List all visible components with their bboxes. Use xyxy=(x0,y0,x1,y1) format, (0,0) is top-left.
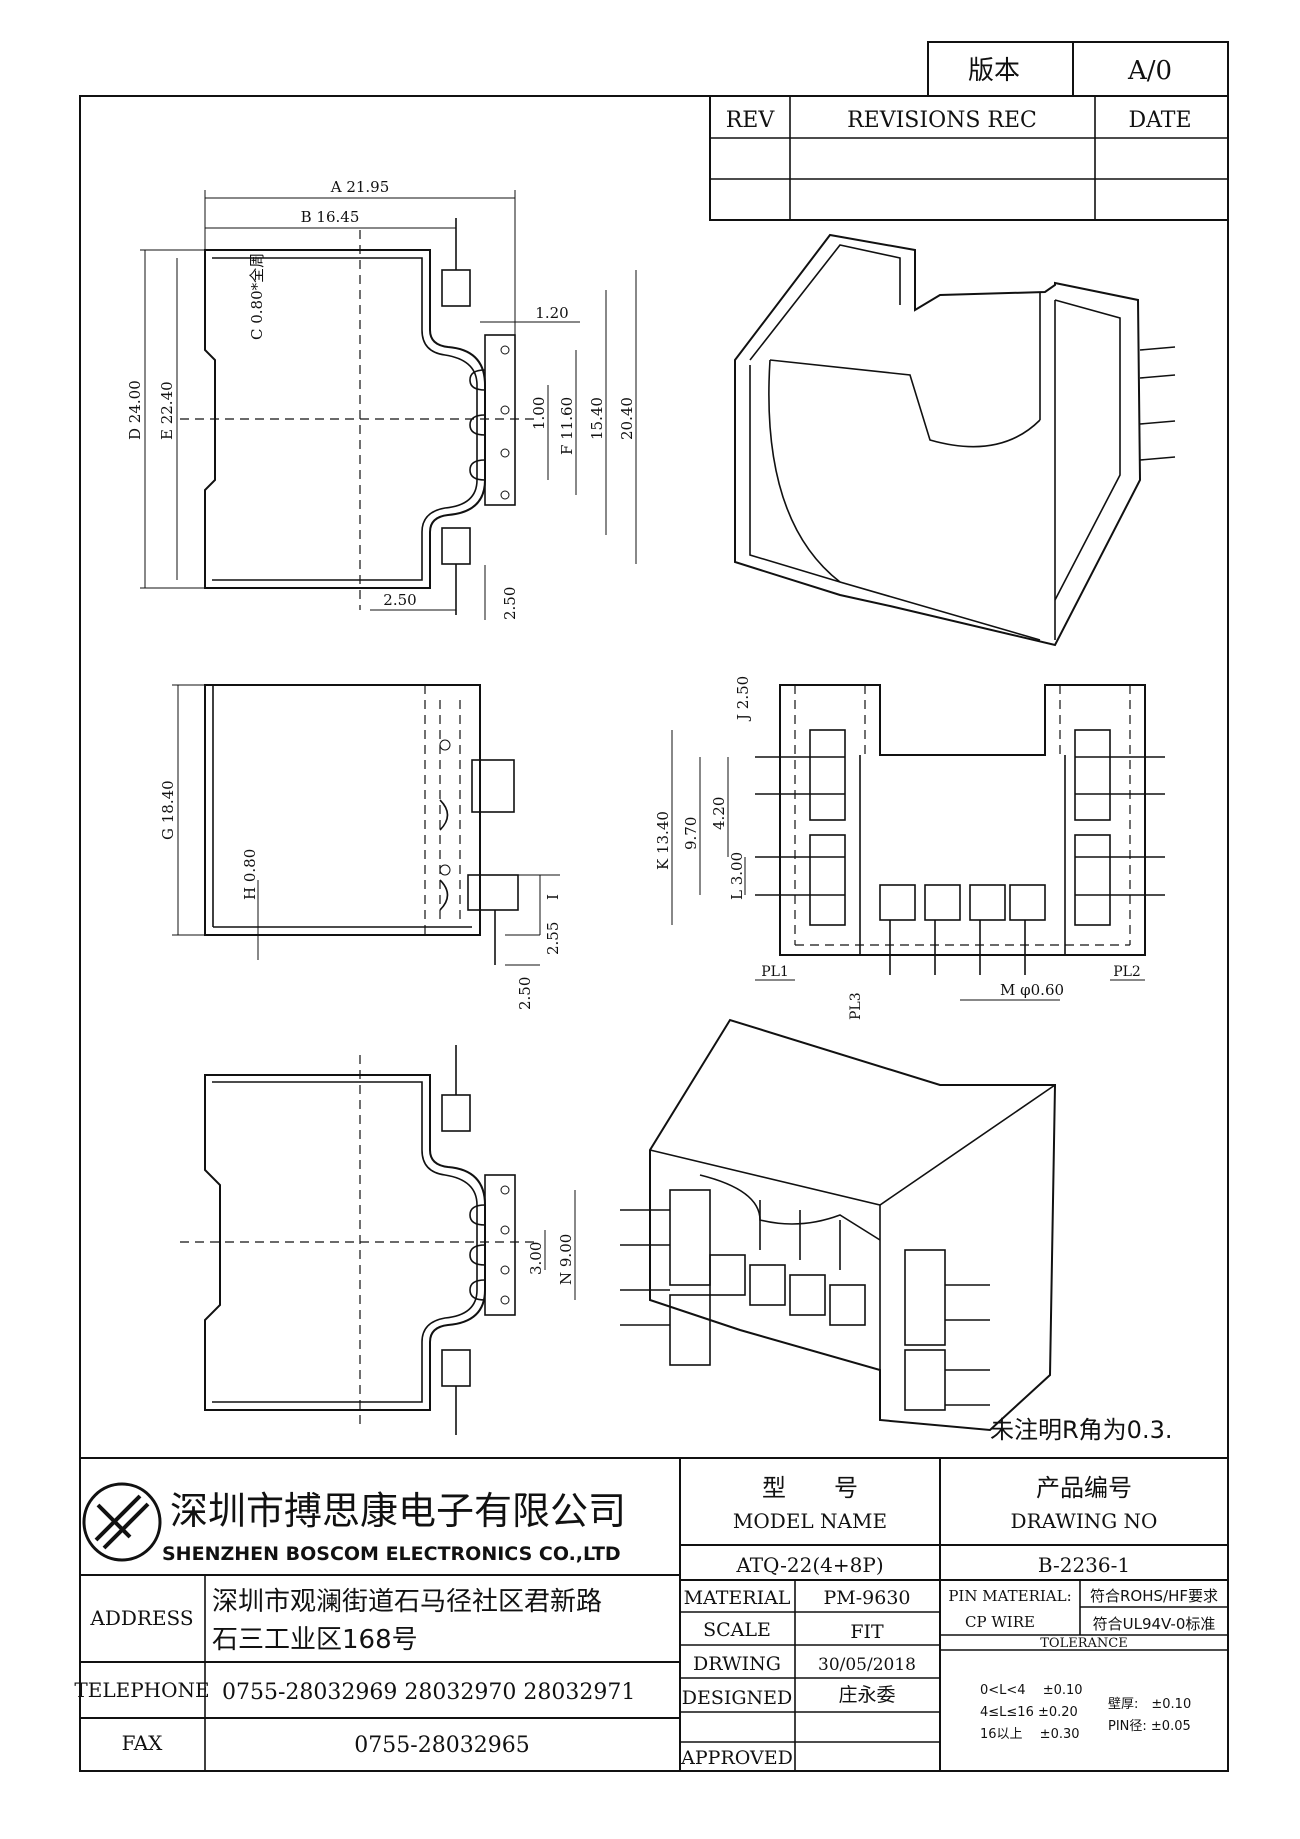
dim-9-00: N 9.00 xyxy=(557,1234,575,1285)
dim-2-50-side: 2.50 xyxy=(516,977,534,1010)
dim-2-50-a: 2.50 xyxy=(383,591,416,609)
scale-value: FIT xyxy=(850,1621,884,1643)
rohs-compliance: 符合ROHS/HF要求 xyxy=(1090,1587,1218,1605)
telephone-value: 0755-28032969 28032970 28032971 xyxy=(222,1680,635,1705)
company-logo xyxy=(82,1482,162,1562)
version-value: A/0 xyxy=(1127,56,1172,86)
model-label-cn: 型 号 xyxy=(762,1474,858,1502)
revision-table: REV REVISIONS REC DATE xyxy=(709,95,1229,221)
dim-0-80: H 0.80 xyxy=(241,849,259,900)
front-view: J 2.50 K 13.40 9.70 4.20 L 3.00 PL1 PL2 … xyxy=(654,676,1165,1020)
dim-0-80-all-round: C 0.80*全周 xyxy=(248,253,266,340)
pin-diameter-tolerance: PIN径: ±0.05 xyxy=(1108,1719,1191,1734)
telephone-label: TELEPHONE xyxy=(74,1678,209,1702)
pl2-label: PL2 xyxy=(1113,964,1141,980)
tolerance-label: TOLERANCE xyxy=(1040,1636,1127,1651)
material-label: MATERIAL xyxy=(684,1587,791,1609)
dim-13-40: K 13.40 xyxy=(654,811,672,870)
dim-i: I xyxy=(544,894,562,900)
title-block: 深圳市搏思康电子有限公司 SHENZHEN BOSCOM ELECTRONICS… xyxy=(74,1457,1228,1771)
tolerance-row1: 0<L<4 ±0.10 xyxy=(980,1683,1083,1698)
pin-material-label: PIN MATERIAL: xyxy=(948,1587,1071,1605)
scale-label: SCALE xyxy=(703,1619,771,1641)
dim-1-20: 1.20 xyxy=(535,304,568,322)
drawing-value: B-2236-1 xyxy=(1038,1553,1130,1577)
material-value: PM-9630 xyxy=(823,1587,910,1609)
iso-view-bottom xyxy=(620,1018,1057,1432)
designed-label: DESIGNED xyxy=(682,1687,793,1709)
tolerance-row3: 16以上 ±0.30 xyxy=(980,1727,1080,1742)
version-label: 版本 xyxy=(968,56,1020,86)
dim-18-40: G 18.40 xyxy=(159,780,177,840)
sheet-border xyxy=(79,95,1229,1772)
dim-3-00-bottom: 3.00 xyxy=(527,1242,545,1275)
top-view: A 21.95 B 16.45 C 0.80*全周 D 24.00 E 22.4… xyxy=(126,178,637,620)
fax-value: 0755-28032965 xyxy=(354,1733,529,1758)
note-radius: 未注明R角为0.3. xyxy=(990,1416,1172,1444)
pl3-label: PL3 xyxy=(848,992,864,1020)
drawing-label-en: DRAWING NO xyxy=(1011,1509,1158,1533)
dim-1-00: 1.00 xyxy=(530,397,548,430)
wall-thickness-tolerance: 壁厚: ±0.10 xyxy=(1108,1697,1191,1712)
address-line2: 石三工业区168号 xyxy=(212,1625,418,1655)
dim-2-50-b: 2.50 xyxy=(501,587,519,620)
date-header: DATE xyxy=(1128,108,1191,133)
dim-phi-0-60: M φ0.60 xyxy=(1000,981,1064,999)
company-name-cn: 深圳市搏思康电子有限公司 xyxy=(170,1489,626,1533)
dim-2-50-front: J 2.50 xyxy=(734,676,752,722)
bottom-view: 3.00 N 9.00 xyxy=(180,1045,576,1435)
model-label-en: MODEL NAME xyxy=(733,1509,887,1533)
drawing-date-value: 30/05/2018 xyxy=(818,1655,916,1675)
version-box: 版本 A/0 xyxy=(927,41,1229,97)
dim-22-40: E 22.40 xyxy=(158,381,176,440)
model-value: ATQ-22(4+8P) xyxy=(735,1553,883,1577)
tolerance-row2: 4≤L≤16 ±0.20 xyxy=(980,1705,1078,1720)
dim-4-20: 4.20 xyxy=(710,797,728,830)
dim-2-55: 2.55 xyxy=(544,922,562,955)
iso-view-top xyxy=(734,233,1176,647)
dim-24-00: D 24.00 xyxy=(126,380,144,440)
dim-20-40: 20.40 xyxy=(618,397,636,440)
company-name-en: SHENZHEN BOSCOM ELECTRONICS CO.,LTD xyxy=(162,1543,621,1565)
rev-header: REV xyxy=(726,108,776,133)
address-label: ADDRESS xyxy=(89,1606,193,1630)
revisions-rec-header: REVISIONS REC xyxy=(847,108,1037,133)
dim-11-60: F 11.60 xyxy=(558,397,576,455)
dim-15-40: 15.40 xyxy=(588,397,606,440)
pin-material-value: CP WIRE xyxy=(965,1613,1035,1631)
address-line1: 深圳市观澜街道石马径社区君新路 xyxy=(212,1587,602,1617)
drawing-label-cn: 产品编号 xyxy=(1036,1474,1132,1502)
pl1-label: PL1 xyxy=(761,964,789,980)
drawing-date-label: DRWING xyxy=(693,1653,781,1675)
dim-9-70: 9.70 xyxy=(682,817,700,850)
dim-21-95: A 21.95 xyxy=(330,178,390,196)
dim-3-00-front: L 3.00 xyxy=(728,852,746,900)
ul-compliance: 符合UL94V-0标准 xyxy=(1093,1615,1216,1633)
dim-16-45: B 16.45 xyxy=(301,208,360,226)
designed-value: 庄永委 xyxy=(838,1684,895,1706)
side-view: G 18.40 H 0.80 2.55 I 2.50 xyxy=(159,684,562,1010)
fax-label: FAX xyxy=(122,1731,164,1755)
approved-label: APPROVED xyxy=(680,1747,793,1769)
